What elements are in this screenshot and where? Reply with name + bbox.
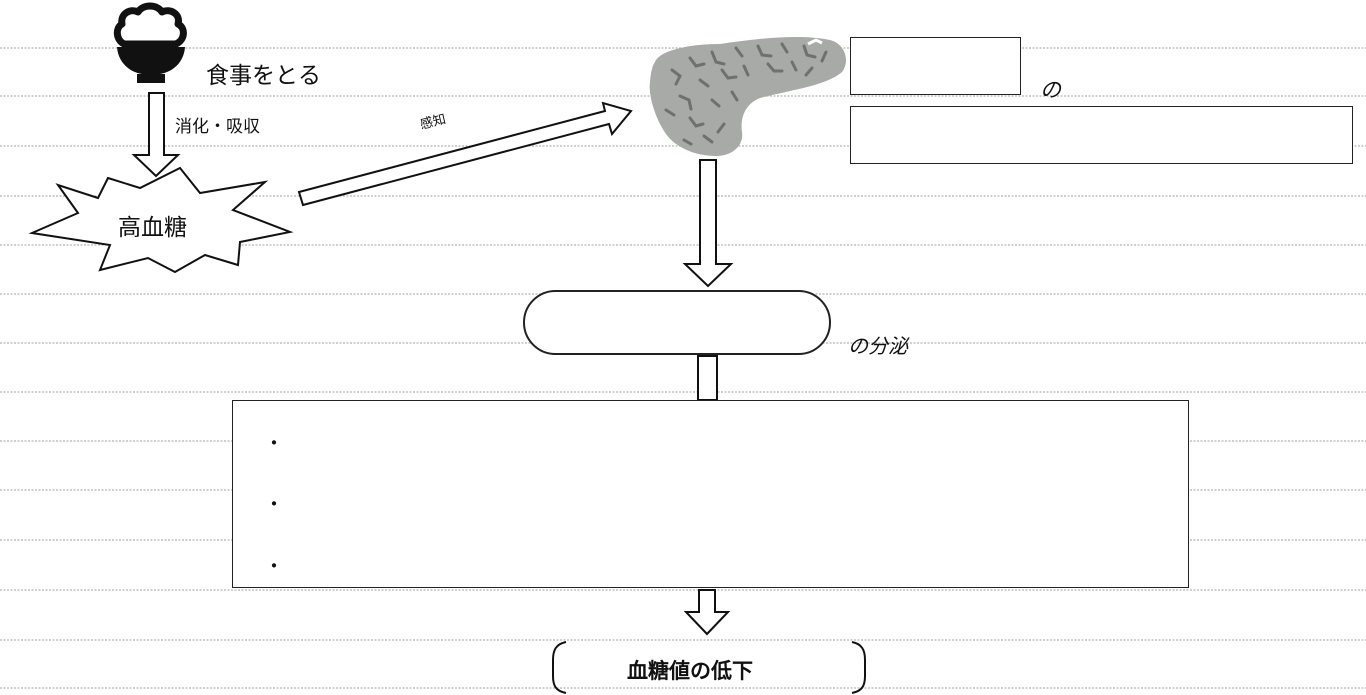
secretion-label: の分泌 xyxy=(848,334,908,358)
result-bracket-right xyxy=(851,641,866,694)
result-bracket-left xyxy=(552,641,567,694)
effect-bullet: ・ xyxy=(264,431,284,455)
digestion-label: 消化・吸収 xyxy=(175,117,260,137)
blank-hormone-box[interactable] xyxy=(523,290,831,355)
rice-bowl-icon xyxy=(113,2,187,83)
meal-label: 食事をとる xyxy=(206,63,321,89)
detection-arrow xyxy=(297,101,633,207)
high-blood-sugar-burst xyxy=(28,166,294,274)
blank-effects-box[interactable] xyxy=(232,400,1189,588)
effect-bullet: ・ xyxy=(264,492,284,516)
blank-organ-box[interactable] xyxy=(850,37,1021,95)
pancreas-icon xyxy=(649,37,846,156)
organ-suffix-label: の xyxy=(1040,78,1061,102)
down-arrow-pancreas xyxy=(682,159,734,288)
blank-cell-box[interactable] xyxy=(850,106,1353,164)
down-arrow-result xyxy=(683,589,731,636)
result-label: 血糖値の低下 xyxy=(627,659,753,683)
down-arrow-digestion xyxy=(131,92,181,178)
effect-bullet: ・ xyxy=(264,554,284,578)
high-blood-sugar-label: 高血糖 xyxy=(118,215,187,241)
connector-hormone-effects xyxy=(697,355,718,401)
